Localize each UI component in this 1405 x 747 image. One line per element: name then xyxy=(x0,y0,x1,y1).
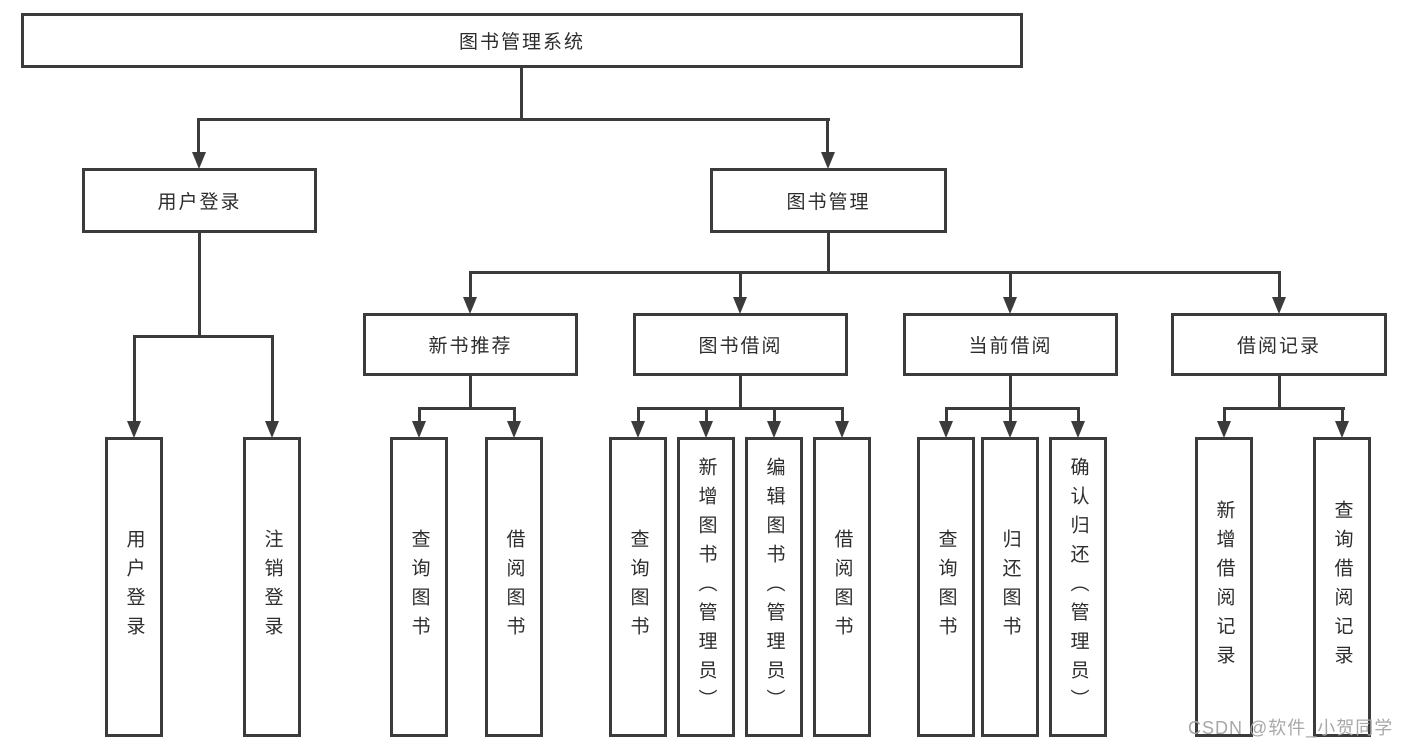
leaf-label: 查询图书 xyxy=(935,529,957,645)
connector-line xyxy=(945,407,1079,410)
connector-line xyxy=(1009,271,1012,301)
connector-line xyxy=(1278,271,1281,301)
connector-line xyxy=(469,271,472,301)
leaf-bb-borrow-books: 借阅图书 xyxy=(813,437,871,737)
arrow-down-icon xyxy=(1071,421,1085,438)
connector-line xyxy=(739,376,742,410)
connector-line xyxy=(1278,376,1281,410)
connector-line xyxy=(827,233,830,274)
leaf-label: 借阅图书 xyxy=(831,529,853,645)
connector-line xyxy=(637,407,843,410)
leaf-cb-query-books: 查询图书 xyxy=(917,437,975,737)
node-root-label: 图书管理系统 xyxy=(458,32,585,53)
connector-line xyxy=(1009,407,1012,423)
connector-line xyxy=(1341,407,1344,423)
leaf-bb-edit-books-admin: 编辑图书（管理员） xyxy=(745,437,803,737)
connector-line xyxy=(520,68,523,120)
connector-line xyxy=(945,407,948,423)
arrow-down-icon xyxy=(835,421,849,438)
connector-line xyxy=(197,118,200,154)
leaf-label: 归还图书 xyxy=(999,529,1021,645)
node-current-borrowing: 当前借阅 xyxy=(903,313,1118,376)
connector-line xyxy=(1077,407,1080,423)
arrow-down-icon xyxy=(1272,297,1286,314)
leaf-label: 查询图书 xyxy=(627,529,649,645)
leaf-br-add-record: 新增借阅记录 xyxy=(1195,437,1253,737)
connector-line xyxy=(133,335,274,338)
node-label: 图书借阅 xyxy=(698,336,783,357)
leaf-label: 注销登录 xyxy=(261,529,283,645)
node-borrowing-records: 借阅记录 xyxy=(1171,313,1387,376)
connector-line xyxy=(198,233,201,337)
leaf-label: 查询图书 xyxy=(408,529,430,645)
connector-line xyxy=(1009,376,1012,410)
leaf-nbr-borrow-books: 借阅图书 xyxy=(485,437,543,737)
connector-line xyxy=(513,407,516,423)
arrow-down-icon xyxy=(733,297,747,314)
connector-line xyxy=(705,407,708,423)
leaf-cb-return-books: 归还图书 xyxy=(981,437,1039,737)
leaf-user-login: 用户登录 xyxy=(105,437,163,737)
node-label: 当前借阅 xyxy=(968,336,1053,357)
connector-line xyxy=(773,407,776,423)
arrow-down-icon xyxy=(412,421,426,438)
node-label: 图书管理 xyxy=(786,192,871,213)
leaf-label: 借阅图书 xyxy=(503,529,525,645)
arrow-down-icon xyxy=(463,297,477,314)
connector-line xyxy=(1223,407,1345,410)
node-user-login: 用户登录 xyxy=(82,168,317,233)
leaf-br-query-record: 查询借阅记录 xyxy=(1313,437,1371,737)
node-new-book-recommend: 新书推荐 xyxy=(363,313,578,376)
connector-line xyxy=(1223,407,1226,423)
leaf-label: 新增借阅记录 xyxy=(1213,500,1235,674)
leaf-bb-add-books-admin: 新增图书（管理员） xyxy=(677,437,735,737)
leaf-logout: 注销登录 xyxy=(243,437,301,737)
arrow-down-icon xyxy=(1217,421,1231,438)
arrow-down-icon xyxy=(1003,421,1017,438)
connector-line xyxy=(133,335,136,423)
connector-line xyxy=(418,407,421,423)
connector-line xyxy=(637,407,640,423)
arrow-down-icon xyxy=(767,421,781,438)
node-label: 用户登录 xyxy=(157,192,242,213)
arrow-down-icon xyxy=(192,152,206,169)
arrow-down-icon xyxy=(127,421,141,438)
leaf-nbr-query-books: 查询图书 xyxy=(390,437,448,737)
leaf-label: 用户登录 xyxy=(123,529,145,645)
leaf-label: 编辑图书（管理员） xyxy=(763,456,785,718)
connector-line xyxy=(469,271,1281,274)
arrow-down-icon xyxy=(265,421,279,438)
leaf-bb-query-books: 查询图书 xyxy=(609,437,667,737)
arrow-down-icon xyxy=(939,421,953,438)
leaf-cb-confirm-return-admin: 确认归还（管理员） xyxy=(1049,437,1107,737)
leaf-label: 查询借阅记录 xyxy=(1331,500,1353,674)
node-root: 图书管理系统 xyxy=(21,13,1023,68)
connector-line xyxy=(826,118,829,154)
leaf-label: 新增图书（管理员） xyxy=(695,456,717,718)
leaf-label: 确认归还（管理员） xyxy=(1067,456,1089,718)
connector-line xyxy=(418,407,516,410)
arrow-down-icon xyxy=(507,421,521,438)
connector-line xyxy=(271,335,274,423)
arrow-down-icon xyxy=(1003,297,1017,314)
node-book-borrowing: 图书借阅 xyxy=(633,313,848,376)
node-label: 借阅记录 xyxy=(1236,336,1321,357)
arrow-down-icon xyxy=(631,421,645,438)
connector-line xyxy=(841,407,844,423)
csdn-watermark: CSDN @软件_小贺同学 xyxy=(1188,718,1394,738)
arrow-down-icon xyxy=(1335,421,1349,438)
connector-line xyxy=(197,118,830,121)
arrow-down-icon xyxy=(821,152,835,169)
connector-line xyxy=(739,271,742,301)
connector-line xyxy=(469,376,472,410)
node-book-management: 图书管理 xyxy=(710,168,947,233)
node-label: 新书推荐 xyxy=(428,336,513,357)
arrow-down-icon xyxy=(699,421,713,438)
